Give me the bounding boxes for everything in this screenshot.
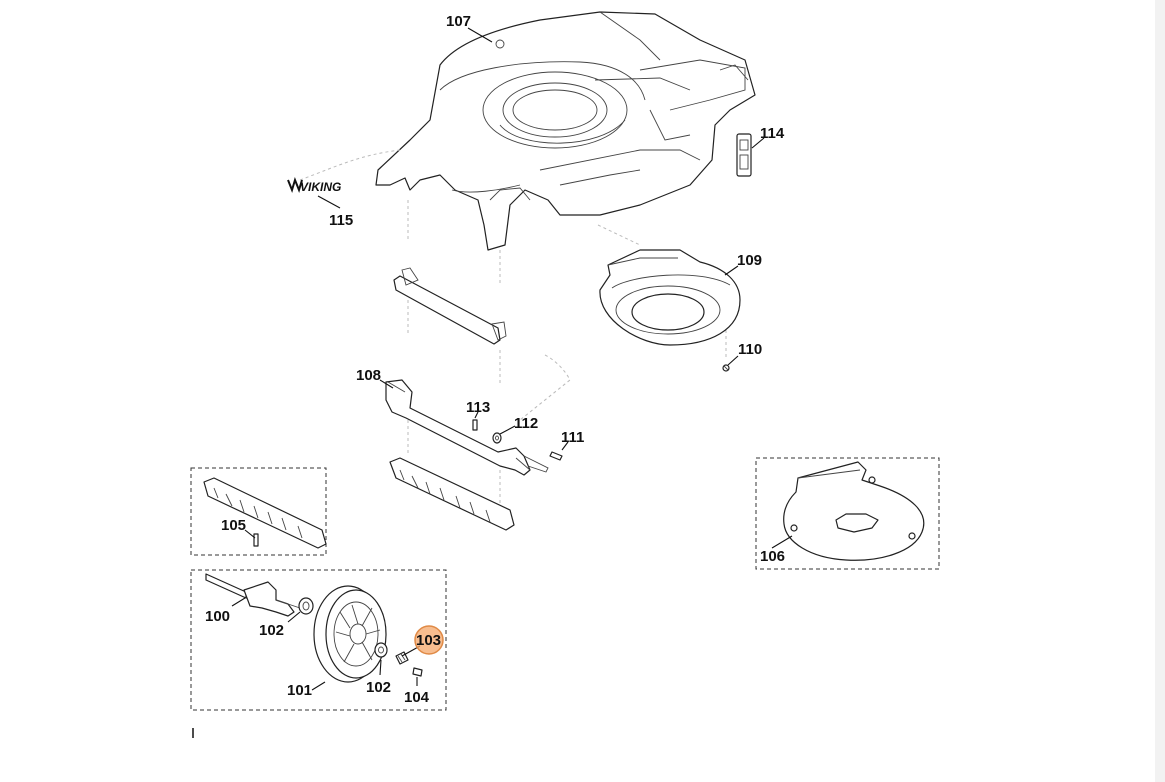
part-110-screw[interactable] [722, 364, 730, 372]
part-109-baffle-ring[interactable] [599, 249, 741, 346]
callout-113: 113 [466, 399, 490, 416]
group-box-wheel [190, 569, 447, 711]
brand-text: VIKING [300, 180, 341, 194]
part-102-bushing-outer[interactable] [374, 642, 388, 658]
callout-115: 115 [329, 212, 353, 229]
callout-101: 101 [287, 682, 312, 699]
rear-flap-rod [393, 267, 507, 345]
part-112-washer[interactable] [492, 432, 502, 444]
callout-107: 107 [446, 13, 471, 30]
callout-112: 112 [514, 415, 538, 432]
callout-109: 109 [737, 252, 762, 269]
part-106-blade-disc[interactable] [783, 461, 925, 561]
group-box-106 [755, 457, 940, 570]
part-103-spring[interactable] [395, 651, 409, 665]
part-115-viking-badge[interactable]: VIKING [287, 176, 341, 194]
edge-strip [1155, 0, 1165, 782]
part-108-axle[interactable] [385, 379, 549, 476]
part-100-axle-arm[interactable] [205, 573, 301, 617]
viking-logo-icon [287, 176, 303, 194]
callout-105: 105 [221, 517, 246, 534]
part-104-screw[interactable] [412, 667, 423, 677]
callout-108: 108 [356, 367, 381, 384]
callout-114: 114 [760, 125, 785, 142]
part-102-bushing-inner[interactable] [298, 597, 314, 615]
callout-102b: 102 [366, 679, 391, 696]
rear-height-bar [389, 457, 515, 531]
callout-110: 110 [738, 341, 762, 358]
alignment-lines [299, 149, 727, 510]
callout-111: 111 [561, 429, 584, 446]
callout-100: 100 [205, 608, 230, 625]
part-114-label[interactable] [736, 133, 752, 177]
part-107-deck-housing[interactable] [375, 11, 756, 251]
callout-103: 103 [416, 632, 441, 649]
part-105-height-bar[interactable] [203, 477, 327, 549]
part-101-wheel[interactable] [313, 585, 387, 683]
callout-104: 104 [404, 689, 430, 706]
highlight-103[interactable] [414, 625, 444, 655]
callout-102a: 102 [259, 622, 284, 639]
group-box-105 [190, 467, 327, 556]
part-113-pin[interactable] [472, 419, 478, 431]
part-111-bolt[interactable] [549, 451, 563, 461]
callout-106: 106 [760, 548, 785, 565]
